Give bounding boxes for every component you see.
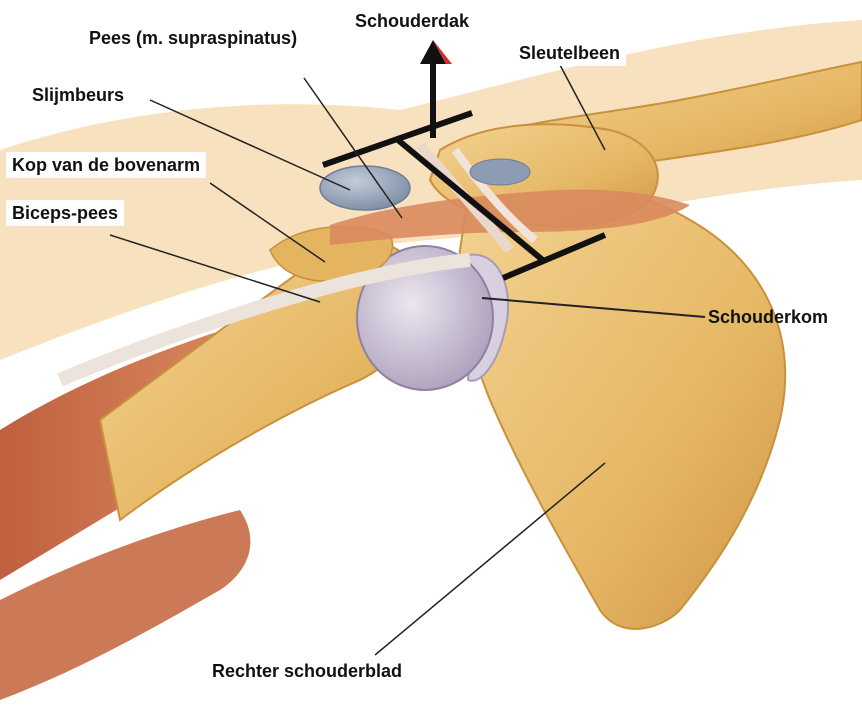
label-schouderkom: Schouderkom xyxy=(708,308,828,326)
label-schouderdak: Schouderdak xyxy=(355,12,469,30)
label-biceps-pees: Biceps-pees xyxy=(6,200,124,226)
bursa-small xyxy=(470,159,530,185)
label-rechter-schouderblad: Rechter schouderblad xyxy=(206,658,408,684)
label-slijmbeurs: Slijmbeurs xyxy=(26,82,130,108)
bursa xyxy=(320,166,410,210)
label-sleutelbeen: Sleutelbeen xyxy=(513,40,626,66)
label-kop-van-de-bovenarm: Kop van de bovenarm xyxy=(6,152,206,178)
label-pees-supraspinatus: Pees (m. supraspinatus) xyxy=(83,25,303,51)
